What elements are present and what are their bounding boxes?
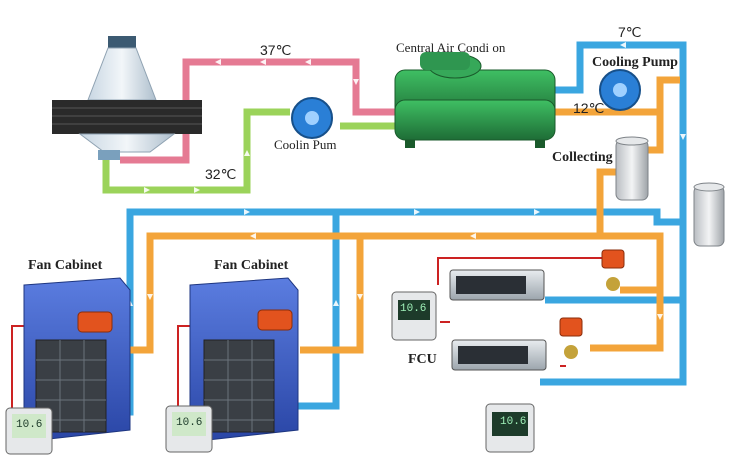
cooling-water-hot-pipe [120, 58, 395, 164]
chilled-water-return-pipe [120, 76, 680, 354]
central-air-conditioner-chiller [394, 52, 556, 148]
central-ac-label: Central Air Condi on [396, 40, 506, 55]
cooling-pump-right [599, 69, 641, 111]
thermostat-fan-left-display: 10.6 [16, 419, 43, 431]
fcu-unit-upper [449, 249, 625, 301]
collecting-tank [615, 136, 649, 201]
cooling-tower [52, 36, 202, 160]
temperature-7: 7℃ [618, 24, 642, 40]
fan-cabinet-right [189, 277, 299, 441]
thermostat-fan-right[interactable] [165, 405, 213, 453]
fcu-unit-lower [451, 317, 583, 371]
temperature-32: 32℃ [205, 166, 237, 182]
collecting-label: Collecting [552, 150, 613, 165]
fan-cabinet-right-label: Fan Cabinet [214, 258, 289, 273]
thermostat-fan-left[interactable] [5, 407, 53, 455]
distribution-tank [693, 182, 725, 247]
thermostat-bottom[interactable] [485, 403, 535, 453]
temperature-12: 12℃ [573, 100, 605, 116]
fan-cabinet-left-label: Fan Cabinet [28, 258, 103, 273]
fan-cabinet-left [23, 277, 131, 441]
thermostat-fcu[interactable] [391, 291, 437, 341]
thermostat-bottom-display: 10.6 [500, 416, 527, 428]
cooling-pump-right-label: Cooling Pump [592, 55, 678, 70]
thermostat-fan-right-display: 10.6 [176, 417, 203, 429]
temperature-37: 37℃ [260, 42, 292, 58]
cooling-water-return-pipe [102, 108, 395, 194]
thermostat-fcu-display: 10.6 [400, 303, 427, 315]
cooling-pump-left [291, 97, 333, 139]
fcu-label: FCU [408, 352, 437, 367]
cooling-pump-left-label: Coolin Pum [274, 137, 337, 152]
